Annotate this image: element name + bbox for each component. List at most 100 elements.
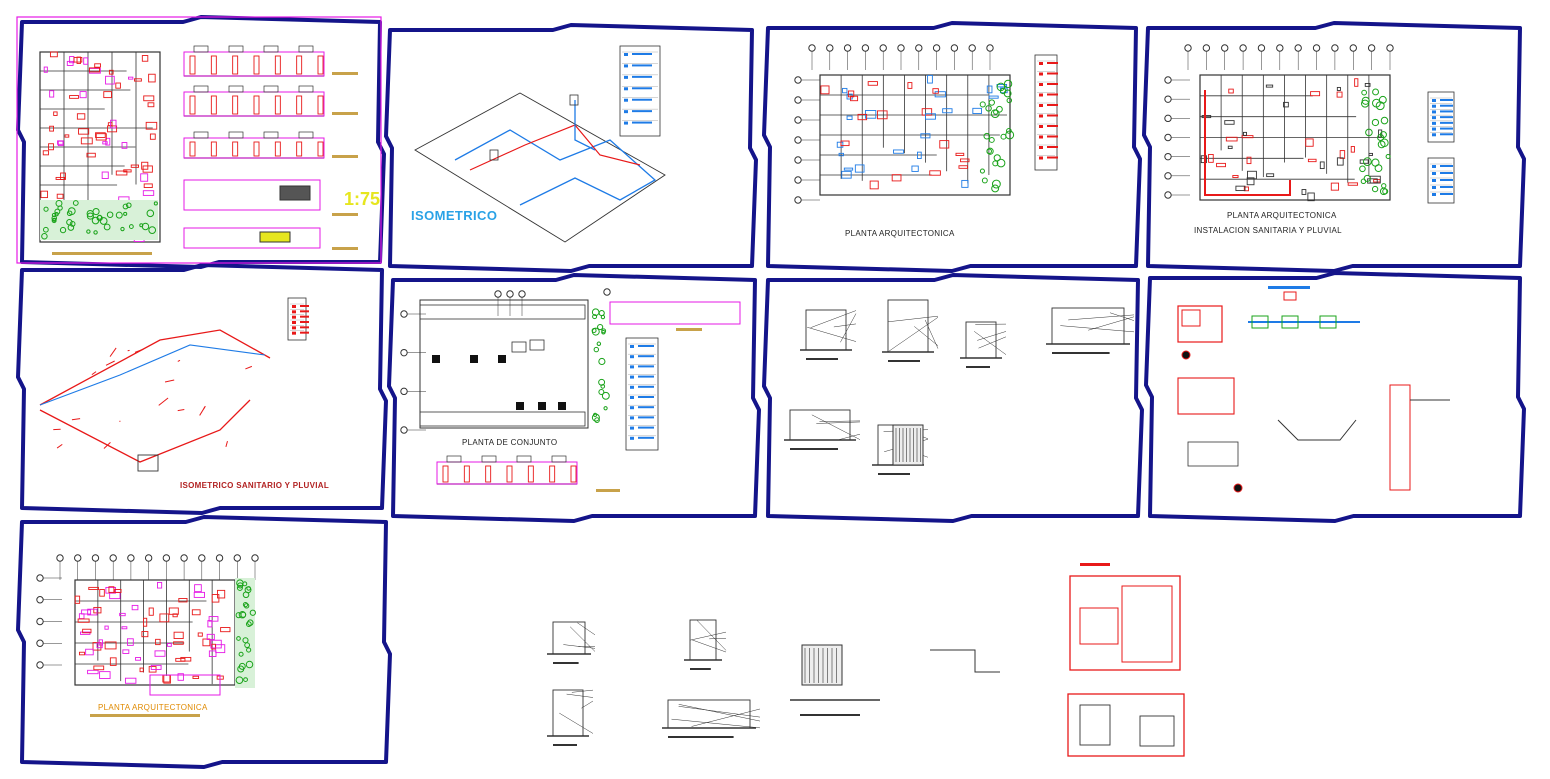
fixture <box>69 95 79 99</box>
legend-symbol <box>1432 186 1436 189</box>
fixture <box>93 665 105 671</box>
fixture <box>972 107 982 114</box>
fixture <box>172 613 178 618</box>
grid-bubble <box>932 44 941 52</box>
detail-b <box>887 299 929 353</box>
legend-text-bar <box>1440 104 1453 107</box>
fixture <box>78 651 85 656</box>
fixture <box>955 152 965 156</box>
leader <box>978 336 1007 349</box>
fixture <box>925 113 936 120</box>
detail-title-bar <box>806 358 838 360</box>
isometric-plane <box>414 92 666 243</box>
sanitary-riser <box>39 329 271 406</box>
fixture <box>867 81 878 86</box>
leader <box>1109 312 1135 321</box>
pluvial-run <box>39 344 266 406</box>
legend-symbol <box>292 326 296 330</box>
floor-plan-title-3: PLANTA ARQUITECTONICA <box>98 703 208 712</box>
leader <box>1068 314 1135 321</box>
fixture <box>1200 155 1207 164</box>
fixture <box>140 173 149 182</box>
fixture <box>154 650 166 657</box>
legend-text-bar <box>1440 127 1453 130</box>
grid-bubble <box>1331 44 1339 52</box>
grid-bubble <box>897 44 905 52</box>
walkway-2 <box>419 411 586 427</box>
fixture <box>1266 173 1275 178</box>
legend-text-bar <box>638 355 654 358</box>
fixture <box>907 82 913 89</box>
fixture <box>942 108 953 114</box>
fixture <box>988 95 999 99</box>
fixture <box>105 137 111 146</box>
fixture <box>48 143 54 151</box>
grid-bubble <box>968 44 976 52</box>
shrub <box>238 651 244 657</box>
shrub <box>243 677 248 683</box>
fixture <box>49 90 55 98</box>
fixture <box>130 164 139 168</box>
fixture <box>843 167 854 171</box>
shrub <box>242 581 248 587</box>
frame-sheet-9 <box>16 515 392 769</box>
column <box>317 141 324 157</box>
fixture <box>177 673 184 681</box>
shrub <box>67 207 76 216</box>
legend-text-bar <box>1047 83 1058 85</box>
fixture <box>1330 182 1340 191</box>
legend-symbol <box>1432 121 1436 125</box>
fixture <box>1224 120 1235 125</box>
fixture <box>1283 101 1289 108</box>
fixture <box>215 644 226 654</box>
leader <box>691 708 761 727</box>
site-elevation <box>609 301 741 325</box>
legend-symbol <box>630 355 634 359</box>
fixture <box>175 657 186 662</box>
shrub <box>126 202 132 209</box>
site-plan-title: PLANTA DE CONJUNTO <box>462 438 558 447</box>
tree <box>1000 133 1007 140</box>
fixture <box>220 627 231 633</box>
shrub <box>72 200 79 206</box>
legend-text-bar <box>300 305 309 307</box>
leader <box>973 331 1007 355</box>
heater <box>489 149 499 161</box>
shrub <box>592 314 598 320</box>
roof-vent <box>263 131 279 139</box>
grid-bubble <box>494 290 502 298</box>
column <box>463 465 470 483</box>
legend-text-bar <box>1440 172 1453 174</box>
shrub <box>237 665 245 673</box>
shrub <box>146 209 155 218</box>
fixture <box>1301 189 1307 195</box>
grid-bubble <box>808 44 816 52</box>
grid-bubble <box>1276 44 1284 52</box>
column <box>274 141 281 157</box>
roof-vent <box>298 45 314 53</box>
shrub <box>593 412 598 417</box>
detail-title-bar <box>553 744 577 746</box>
legend-symbol <box>624 53 628 56</box>
fixture <box>55 176 66 180</box>
fixture <box>1235 185 1246 192</box>
grid-bubble <box>36 661 44 669</box>
fixture <box>139 667 144 673</box>
leader <box>678 704 761 722</box>
fixture <box>103 91 112 99</box>
legend-symbol <box>1039 114 1043 118</box>
large-tank-plan <box>1069 575 1181 671</box>
shrub <box>139 223 144 228</box>
grid-bubble <box>1349 44 1357 52</box>
shrub <box>237 582 244 589</box>
sheet-6-legend <box>625 337 659 451</box>
fixture <box>147 102 155 108</box>
fixture <box>133 78 142 82</box>
shrub <box>243 603 250 609</box>
grid-bubble <box>794 196 802 204</box>
leader <box>888 315 939 323</box>
legend-text-bar <box>632 64 652 67</box>
legend-text-bar <box>638 375 654 378</box>
legend-text-bar <box>638 436 654 439</box>
legend-symbol <box>292 305 296 308</box>
